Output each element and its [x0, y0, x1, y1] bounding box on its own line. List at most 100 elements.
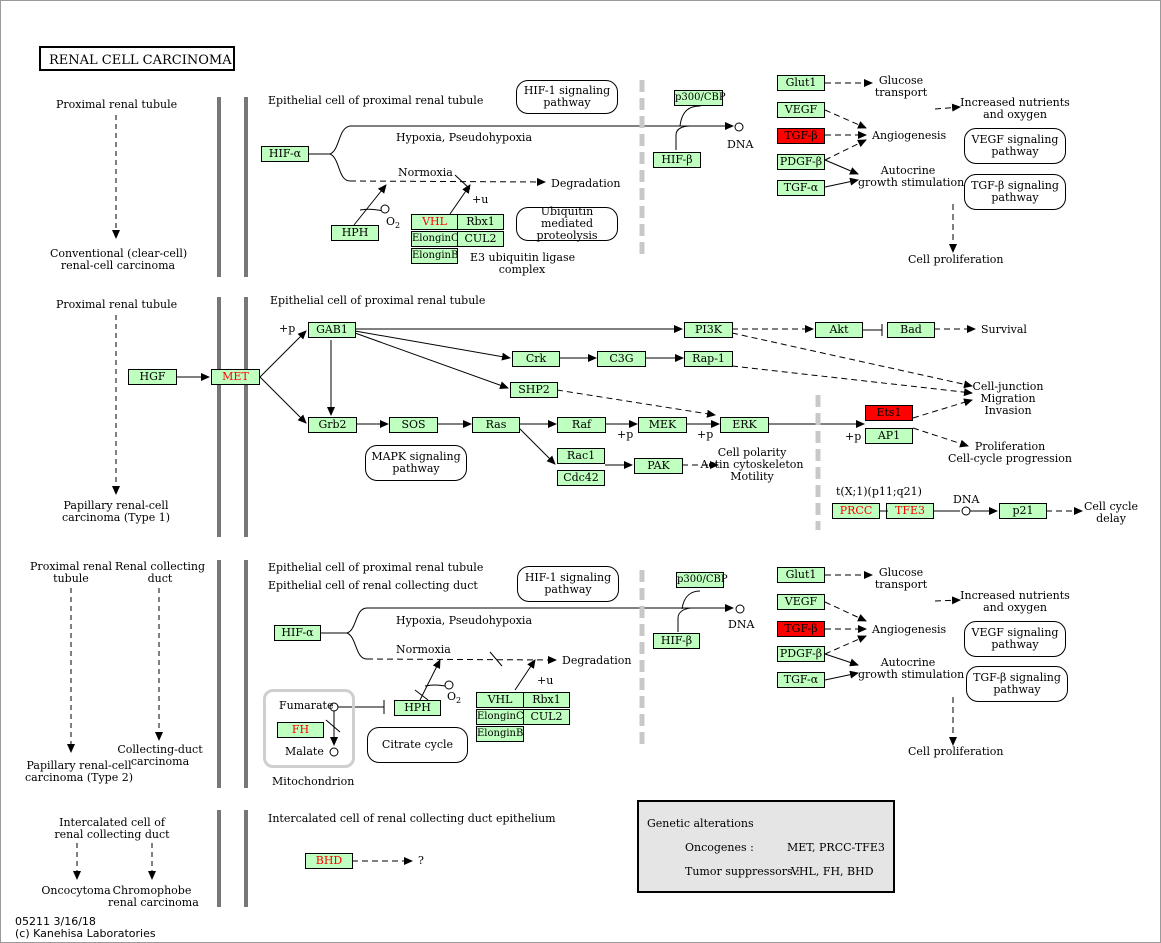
gene-tgf-alpha[interactable]: TGF-α — [777, 180, 825, 196]
gene-elonginc[interactable]: ElonginC — [476, 709, 524, 725]
gene-tgf-beta[interactable]: TGF-β — [777, 128, 825, 144]
map-id-date: 05211 3/16/18 — [15, 915, 96, 928]
gene-shp2[interactable]: SHP2 — [510, 382, 558, 398]
gene-ap1[interactable]: AP1 — [865, 428, 913, 444]
gene-rbx1[interactable]: Rbx1 — [523, 692, 570, 708]
membrane-bar — [244, 810, 248, 907]
dna-label: DNA — [953, 493, 980, 506]
gene-elonginb[interactable]: ElonginB — [411, 248, 458, 264]
gene-hif-beta[interactable]: HIF-β — [653, 152, 701, 168]
gene-fh[interactable]: FH — [277, 722, 324, 738]
gene-vegf[interactable]: VEGF — [777, 102, 825, 118]
membrane-bar — [217, 297, 221, 537]
page-title: RENAL CELL CARCINOMA — [39, 46, 235, 71]
disease-label: Oncocytoma — [41, 884, 111, 897]
gene-hph[interactable]: HPH — [331, 225, 379, 241]
outcome-label: Cell proliferation — [908, 745, 1004, 758]
gene-tgf-alpha[interactable]: TGF-α — [777, 672, 825, 688]
citrate-cycle-link[interactable]: Citrate cycle — [367, 727, 468, 763]
gene-hif-beta[interactable]: HIF-β — [653, 633, 700, 649]
ubiquitination-label: +u — [472, 193, 489, 206]
gene-elonginc[interactable]: ElonginC — [411, 231, 459, 247]
gene-akt[interactable]: Akt — [815, 322, 863, 338]
gene-tfe3[interactable]: TFE3 — [886, 503, 934, 519]
gene-prcc[interactable]: PRCC — [832, 503, 880, 519]
gene-rbx1[interactable]: Rbx1 — [457, 214, 504, 230]
gene-hgf[interactable]: HGF — [128, 369, 177, 385]
hypoxia-label: Hypoxia, Pseudohypoxia — [396, 131, 532, 144]
gene-hif-alpha[interactable]: HIF-α — [274, 625, 321, 641]
gene-p300-cbp[interactable]: p300/CBP — [676, 572, 728, 588]
gene-glut1[interactable]: Glut1 — [777, 567, 825, 583]
gene-cdc42[interactable]: Cdc42 — [557, 470, 605, 486]
gene-met[interactable]: MET — [211, 369, 260, 385]
gene-pi3k[interactable]: PI3K — [684, 322, 733, 338]
gene-cul2[interactable]: CUL2 — [523, 709, 570, 725]
degradation-label: Degradation — [551, 177, 621, 190]
gene-grb2[interactable]: Grb2 — [308, 417, 357, 433]
gene-mek[interactable]: MEK — [638, 417, 687, 433]
phosphorylation-label: +p — [279, 322, 296, 335]
gene-elonginb[interactable]: ElonginB — [476, 726, 524, 742]
gene-vegf[interactable]: VEGF — [777, 594, 825, 610]
section-header: Intercalated cell of renal collecting du… — [268, 812, 556, 825]
gene-rac1[interactable]: Rac1 — [557, 448, 605, 464]
gene-c3g[interactable]: C3G — [597, 351, 646, 367]
gene-ets1[interactable]: Ets1 — [865, 405, 913, 421]
gene-raf[interactable]: Raf — [557, 417, 606, 433]
gene-erk[interactable]: ERK — [720, 417, 769, 433]
gene-ras[interactable]: Ras — [472, 417, 520, 433]
degradation-label: Degradation — [562, 654, 632, 667]
gene-hif-alpha[interactable]: HIF-α — [261, 146, 309, 162]
normoxia-label: Normoxia — [396, 643, 451, 656]
gene-cul2[interactable]: CUL2 — [457, 231, 504, 247]
gene-vhl[interactable]: VHL — [476, 692, 524, 708]
membrane-bar — [217, 560, 221, 788]
legend-suppressors-value: VHL, FH, BHD — [791, 865, 874, 878]
gene-bhd[interactable]: BHD — [305, 853, 353, 869]
gene-p21[interactable]: p21 — [999, 503, 1047, 519]
gene-bad[interactable]: Bad — [887, 322, 935, 338]
legend-suppressors-label: Tumor suppressors : — [685, 865, 800, 878]
gene-vhl[interactable]: VHL — [411, 214, 458, 230]
gene-tgf-beta[interactable]: TGF-β — [777, 621, 825, 637]
legend-title: Genetic alterations — [647, 817, 754, 830]
gene-rap1[interactable]: Rap-1 — [684, 351, 733, 367]
oxygen-label: O2 — [447, 690, 462, 706]
membrane-bar — [217, 810, 221, 907]
hypoxia-label: Hypoxia, Pseudohypoxia — [396, 614, 532, 627]
normoxia-label: Normoxia — [398, 166, 453, 179]
gene-pdgf-beta[interactable]: PDGF-β — [777, 154, 825, 170]
phosphorylation-label: +p — [617, 428, 634, 441]
gene-hph[interactable]: HPH — [394, 700, 441, 716]
membrane-bar — [244, 97, 248, 277]
malate-label: Malate — [285, 745, 324, 758]
gene-gab1[interactable]: GAB1 — [308, 322, 356, 338]
membrane-bar — [244, 297, 248, 537]
gene-glut1[interactable]: Glut1 — [777, 75, 825, 91]
outcome-label: Survival — [981, 323, 1027, 336]
gene-crk[interactable]: Crk — [512, 351, 560, 367]
gene-pdgf-beta[interactable]: PDGF-β — [777, 646, 825, 662]
fumarate-label: Fumarate — [279, 699, 334, 712]
mitochondrion-box — [263, 689, 355, 768]
angiogenesis-label: Angiogenesis — [872, 623, 947, 636]
gene-sos[interactable]: SOS — [389, 417, 438, 433]
gene-p300-cbp[interactable]: p300/CBP — [674, 90, 726, 106]
gene-pak[interactable]: PAK — [634, 458, 683, 474]
